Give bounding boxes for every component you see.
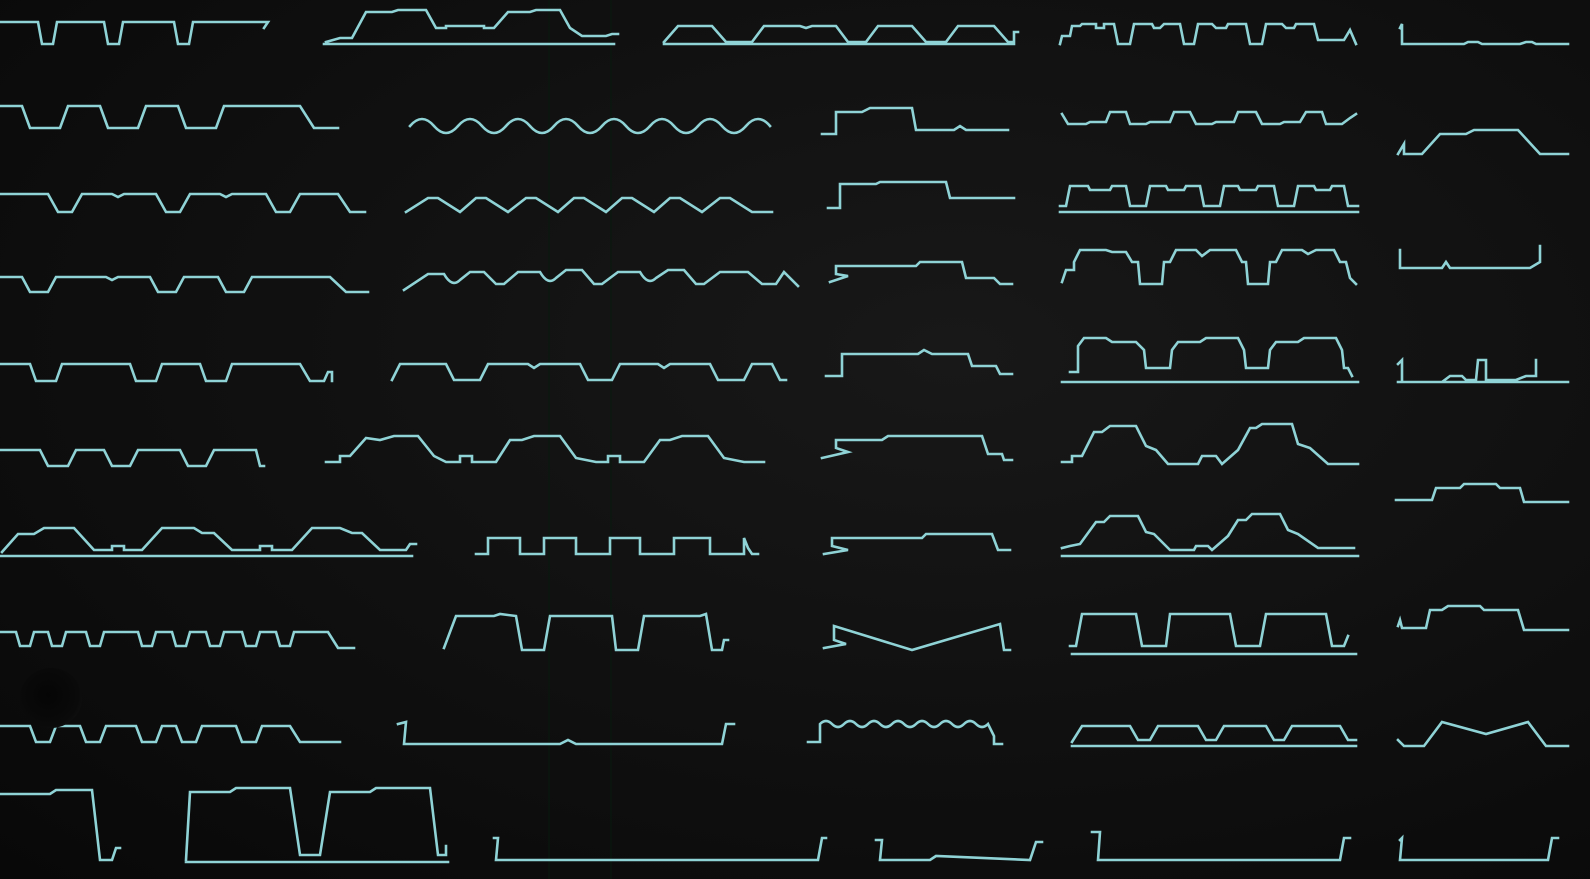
profile-b6 [324, 434, 766, 464]
profile-b7 [474, 536, 760, 556]
profile-c1 [662, 24, 1020, 46]
profile-d6 [1060, 422, 1360, 466]
profile-a1 [0, 20, 271, 46]
profile-b4 [402, 268, 800, 292]
profile-b10 [492, 836, 828, 862]
profile-a5 [0, 362, 334, 383]
profile-b1 [322, 8, 620, 46]
profile-a7 [0, 526, 418, 558]
scan-seam [610, 0, 612, 879]
profile-d1 [1058, 22, 1358, 46]
profile-d3 [1058, 184, 1360, 214]
profile-a8 [0, 630, 356, 650]
profile-e2 [1396, 128, 1570, 156]
profile-a9 [0, 724, 342, 744]
profile-e8 [1398, 834, 1560, 862]
profile-e4 [1396, 356, 1570, 384]
profile-e1 [1398, 23, 1570, 46]
profile-c10 [874, 838, 1044, 862]
dark-blot [20, 668, 82, 728]
profile-b8 [442, 612, 730, 652]
profile-b9 [396, 720, 736, 746]
profile-a6 [0, 448, 266, 468]
profile-d5 [1060, 336, 1360, 384]
profile-a2 [0, 104, 340, 130]
profile-d4 [1060, 248, 1358, 286]
profile-c3 [826, 180, 1016, 210]
profile-b5 [390, 362, 788, 382]
profile-e3 [1398, 244, 1542, 270]
profile-a3 [0, 192, 367, 214]
profile-c8 [822, 622, 1012, 652]
profile-a4 [0, 275, 370, 294]
scan-seam [548, 0, 550, 879]
profile-b2 [408, 117, 772, 135]
profile-b3 [404, 196, 774, 214]
profile-e6 [1396, 604, 1570, 632]
profile-c6 [820, 434, 1014, 462]
profile-d9 [1070, 724, 1358, 748]
profile-e7 [1396, 720, 1570, 748]
profile-d8 [1068, 612, 1358, 656]
profile-d10 [1090, 830, 1352, 862]
profile-c7 [822, 532, 1012, 556]
profile-a10 [0, 786, 450, 864]
profile-d2 [1060, 110, 1358, 126]
profile-c4 [828, 260, 1014, 286]
profile-d7 [1060, 512, 1360, 558]
profile-c5 [824, 348, 1014, 378]
profile-e5 [1394, 482, 1570, 504]
profile-c9 [806, 719, 1004, 746]
profile-c2 [820, 106, 1010, 136]
